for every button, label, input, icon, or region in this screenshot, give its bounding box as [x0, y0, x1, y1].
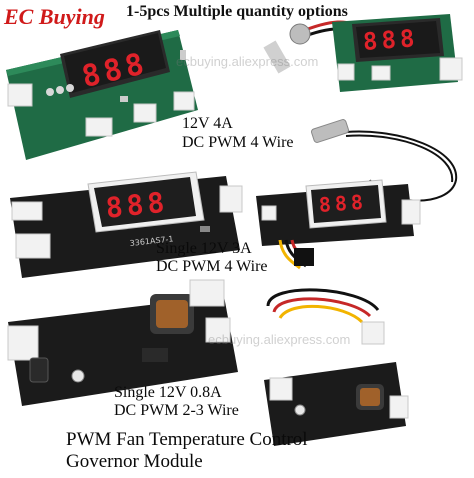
display-digits: 888	[362, 24, 419, 56]
product-title-line-1: PWM Fan Temperature Control	[66, 429, 308, 450]
product-3-type: DC PWM 2-3 Wire	[114, 402, 239, 419]
black-pcb-board-display	[256, 179, 421, 270]
display-digits: 888	[318, 190, 368, 217]
green-pcb-board-small	[263, 14, 463, 92]
product-3-spec: Single 12V 0.8A	[114, 384, 222, 401]
watermark: ecbuying.aliexpress.com	[208, 332, 351, 347]
green-pcb-board-large	[6, 30, 198, 160]
display-digits: 888	[104, 185, 170, 224]
product-1-type: DC PWM 4 Wire	[182, 134, 294, 151]
watermark: ecbuying.aliexpress.com	[176, 54, 319, 69]
product-2-spec: Single 12V 3A	[156, 240, 252, 257]
bottom-cable-and-board	[264, 288, 409, 446]
black-pcb-board-08a	[7, 279, 238, 406]
product-2-type: DC PWM 4 Wire	[156, 258, 268, 275]
brand-logo-text: EC Buying	[4, 4, 105, 29]
product-title-line-2: Governor Module	[66, 451, 203, 472]
headline: 1-5pcs Multiple quantity options	[126, 3, 348, 20]
product-1-spec: 12V 4A	[182, 115, 233, 132]
black-pcb-board-3a	[10, 171, 243, 278]
